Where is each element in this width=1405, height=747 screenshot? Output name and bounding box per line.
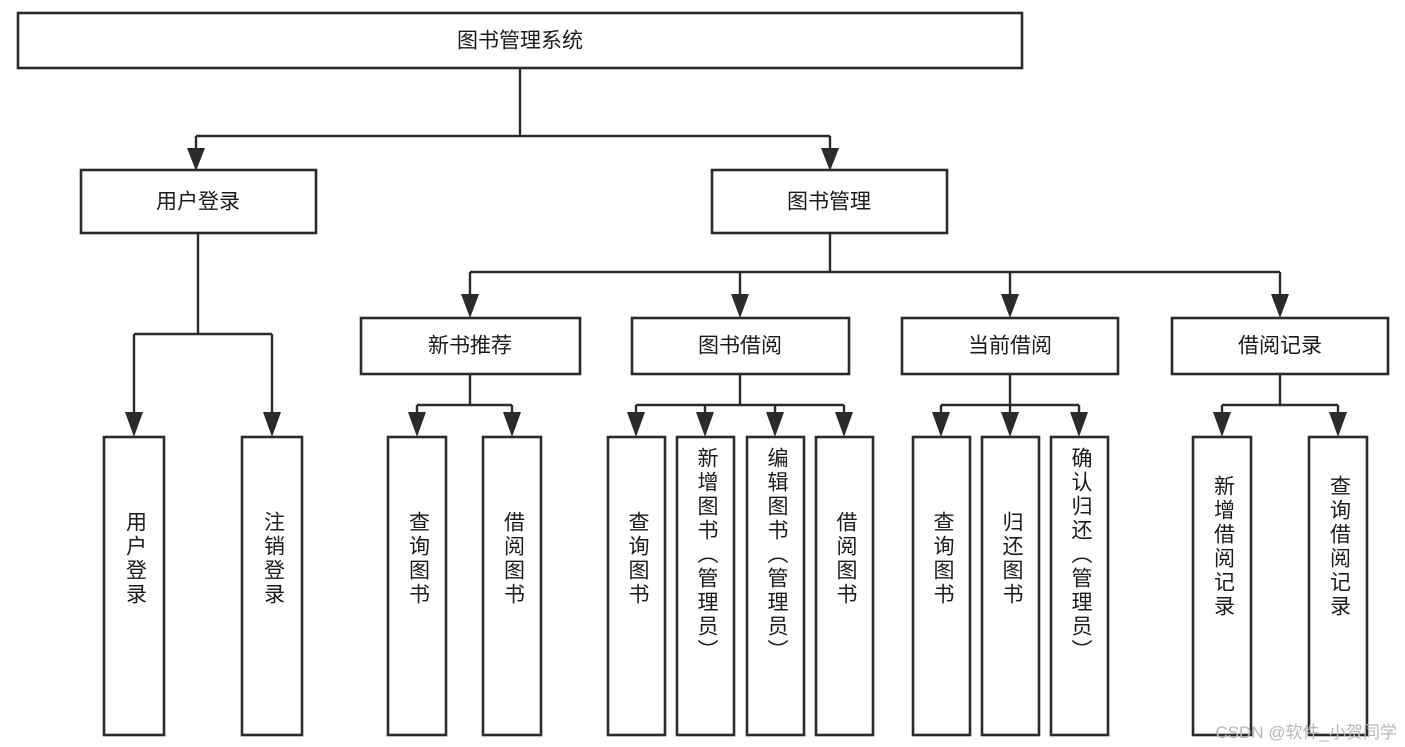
leaf-logout[interactable] [240,435,304,737]
node-borrow-record-label: 借阅记录 [1238,335,1322,358]
leaf-bb-edit-book[interactable] [745,435,806,737]
leaf-nb-borrow-book[interactable] [481,435,543,737]
node-book-manage[interactable] [710,168,949,235]
node-book-borrow-label: 图书借阅 [698,335,782,358]
leaf-cb-return-book[interactable] [980,435,1041,737]
arrow-leaf-logout-icon [263,412,281,437]
arrow-new-book-icon [461,294,479,318]
arrow-br-leaf-1-icon [1213,412,1231,437]
arrow-cb-leaf-2-icon [1001,412,1019,437]
arrow-bb-leaf-2-icon [696,412,714,437]
leaf-br-query-record[interactable] [1307,435,1369,737]
node-book-borrow[interactable] [630,316,851,376]
leaf-bb-borrow-book[interactable] [814,435,875,737]
arrow-book-manage-icon [821,148,839,171]
leaf-cb-confirm-return[interactable] [1049,435,1110,737]
node-root[interactable] [16,11,1024,70]
leaf-user-login[interactable] [102,435,166,737]
node-book-manage-label: 图书管理 [787,191,871,214]
arrow-current-borrow-icon [1001,294,1019,318]
node-borrow-record[interactable] [1170,316,1390,376]
arrow-book-borrow-icon [731,294,749,318]
arrow-cb-leaf-1-icon [932,412,950,437]
node-layer: 图书管理系统 用户登录 图书管理 新书推荐 图书借阅 当前借阅 借阅记录 [16,11,1390,737]
leaf-bb-query-book[interactable] [606,435,667,737]
arrow-br-leaf-2-icon [1329,412,1347,437]
node-user-login[interactable] [79,168,318,235]
node-current-borrow[interactable] [900,316,1120,376]
arrow-nb-leaf-1-icon [408,412,426,437]
arrow-bb-leaf-4-icon [835,412,853,437]
node-user-login-label: 用户登录 [156,191,240,214]
node-new-book-recommend[interactable] [359,316,582,376]
node-current-borrow-label: 当前借阅 [968,335,1052,358]
arrow-user-login-icon [187,148,205,171]
node-root-label: 图书管理系统 [457,30,583,53]
leaf-cb-query-book[interactable] [911,435,972,737]
arrow-nb-leaf-2-icon [503,412,521,437]
arrow-borrow-record-icon [1271,294,1289,318]
leaf-bb-add-book[interactable] [675,435,736,737]
arrow-cb-leaf-3-icon [1070,412,1088,437]
arrow-bb-leaf-1-icon [627,412,645,437]
arrow-leaf-user-login-icon [125,412,143,437]
arrow-bb-leaf-3-icon [766,412,784,437]
connector-layer [125,68,1347,437]
node-new-book-recommend-label: 新书推荐 [428,335,512,358]
leaf-br-add-record[interactable] [1191,435,1253,737]
leaf-nb-query-book[interactable] [386,435,448,737]
